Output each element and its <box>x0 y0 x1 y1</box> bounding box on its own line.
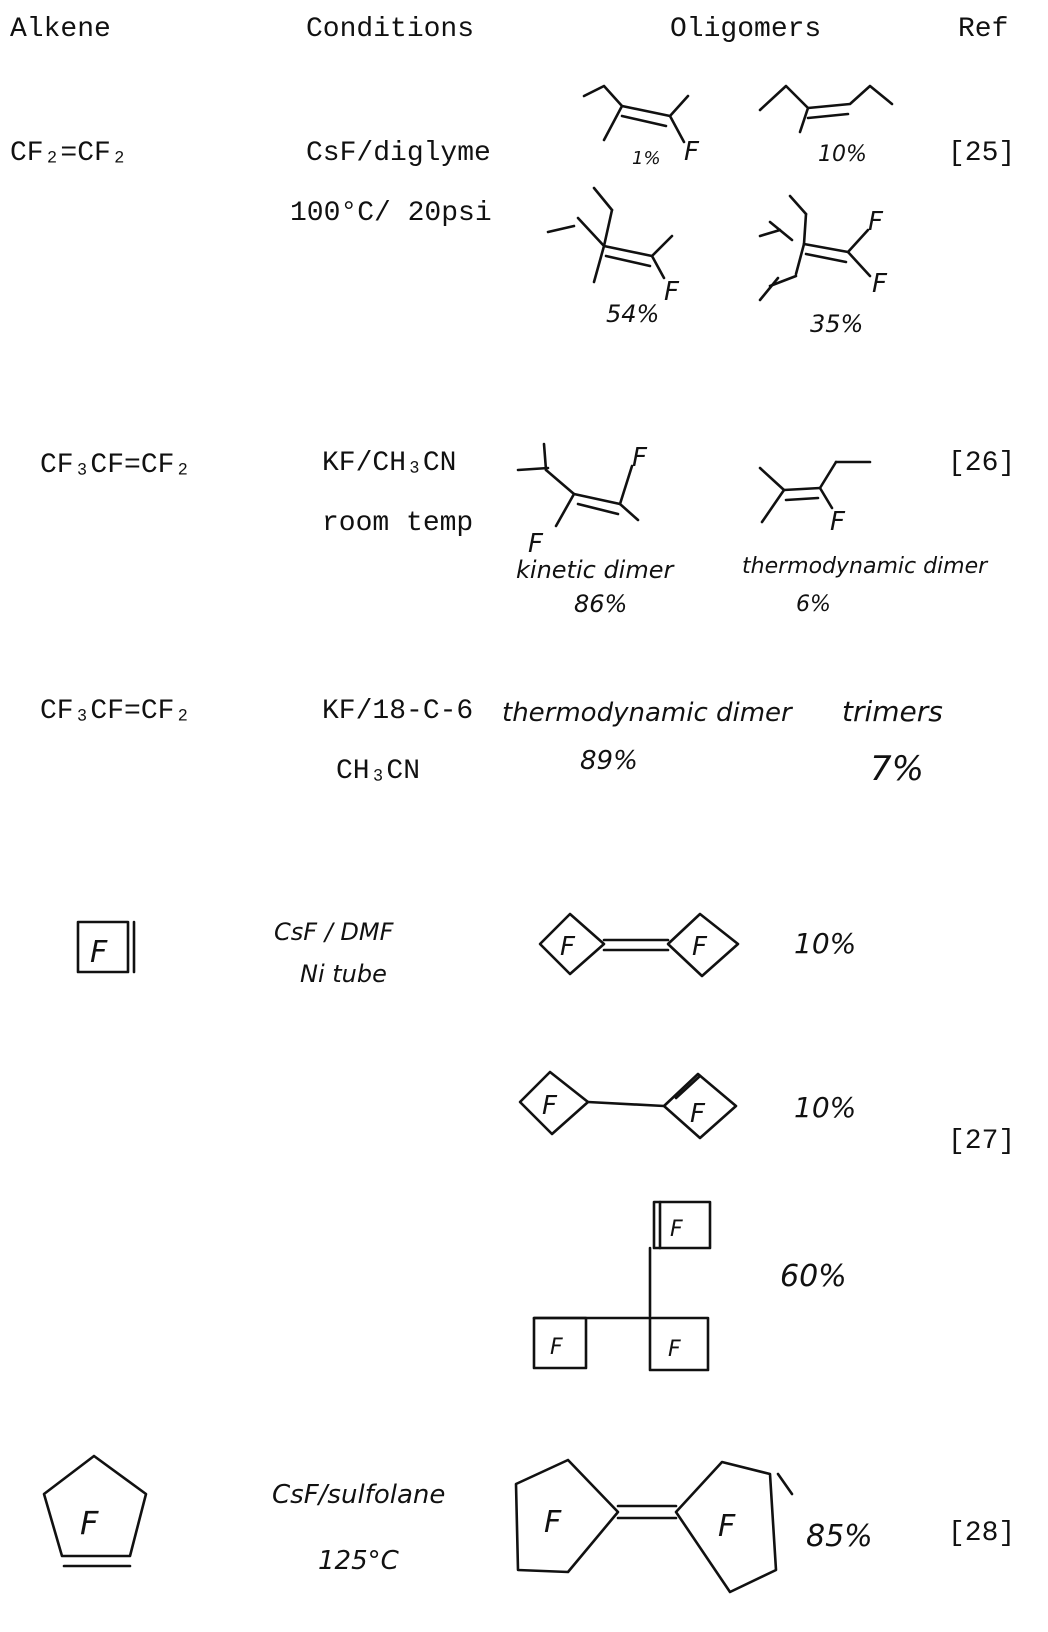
condition-text: 125°C <box>318 1546 399 1576</box>
fluorine-label: F <box>632 443 648 473</box>
trimer-structure: F F F <box>532 1200 712 1372</box>
fluorine-label: F <box>684 137 700 167</box>
header-ref: Ref <box>958 14 1009 45</box>
header-conditions: Conditions <box>306 14 475 45</box>
yield-label: 35% <box>810 310 864 338</box>
condition-text: KF/18-C-6 <box>322 696 474 727</box>
yield-label: 7% <box>870 749 924 789</box>
product-label: kinetic dimer <box>516 556 674 584</box>
header-alkene: Alkene <box>10 14 111 45</box>
trimer-structure: F F <box>758 194 888 302</box>
perfluorocyclopentene-structure: F <box>42 1454 148 1568</box>
product-label: trimers <box>842 695 943 728</box>
yield-label: 10% <box>818 142 867 167</box>
yield-label: 10% <box>794 1091 857 1124</box>
fluorine-label: F <box>550 1335 563 1360</box>
yield-label: 54% <box>606 300 660 328</box>
dimer-structure <box>758 84 894 134</box>
fluorine-label: F <box>544 1505 562 1540</box>
dimer-structure: F <box>582 84 700 167</box>
fluorine-label: F <box>690 1099 706 1129</box>
fluorine-label: F <box>528 529 544 559</box>
alkene-tfe: CF₂=CF₂ <box>10 138 128 169</box>
bicyclobutenyl-structure: F F <box>518 1070 738 1140</box>
yield-label: 6% <box>796 592 831 617</box>
fluorine-label: F <box>830 507 846 537</box>
fluorine-label: F <box>560 932 576 962</box>
condition-text: Ni tube <box>300 960 387 988</box>
reference: [26] <box>948 448 1016 479</box>
yield-label: 85% <box>806 1519 873 1554</box>
condition-text: CsF/sulfolane <box>272 1480 446 1510</box>
reference: [27] <box>948 1126 1016 1157</box>
perfluorocyclobutene-structure: F <box>76 920 136 974</box>
yield-label: 86% <box>574 590 628 618</box>
fluorine-label: F <box>542 1091 558 1121</box>
yield-label: 10% <box>794 927 857 960</box>
yield-label: 1% <box>632 148 661 169</box>
fluorine-label: F <box>670 1217 683 1242</box>
kinetic-dimer-structure: F F <box>516 442 648 559</box>
fluorine-label: F <box>868 207 884 237</box>
condition-text: CsF / DMF <box>274 918 394 946</box>
product-label: thermodynamic dimer <box>742 554 988 579</box>
condition-text: KF/CH₃CN <box>322 448 457 479</box>
alkene-hfp: CF₃CF=CF₂ <box>40 696 192 727</box>
product-label: thermodynamic dimer <box>502 698 792 728</box>
yield-label: 89% <box>580 746 638 776</box>
trimer-structure: F <box>546 186 680 307</box>
header-oligomers: Oligomers <box>670 14 822 45</box>
bicyclopentylidene-structure: F F <box>514 1458 794 1594</box>
fluorine-label: F <box>872 269 888 299</box>
fluorine-label: F <box>718 1509 736 1544</box>
reference: [28] <box>948 1518 1016 1549</box>
reference: [25] <box>948 138 1016 169</box>
fluorine-label: F <box>668 1337 681 1362</box>
alkene-hfp: CF₃CF=CF₂ <box>40 450 192 481</box>
fluorine-label: F <box>664 277 680 307</box>
condition-text: CsF/diglyme <box>306 138 491 169</box>
fluorine-label: F <box>692 932 708 962</box>
bicyclobutylidene-structure: F F <box>538 912 740 978</box>
condition-text: 100°C/ 20psi <box>290 198 492 229</box>
thermodynamic-dimer-structure: F <box>758 460 872 537</box>
fluorine-label: F <box>80 1504 99 1542</box>
condition-text: room temp <box>322 508 474 539</box>
yield-label: 60% <box>780 1259 847 1294</box>
fluorine-label: F <box>90 935 108 970</box>
condition-text: CH₃CN <box>336 756 421 787</box>
